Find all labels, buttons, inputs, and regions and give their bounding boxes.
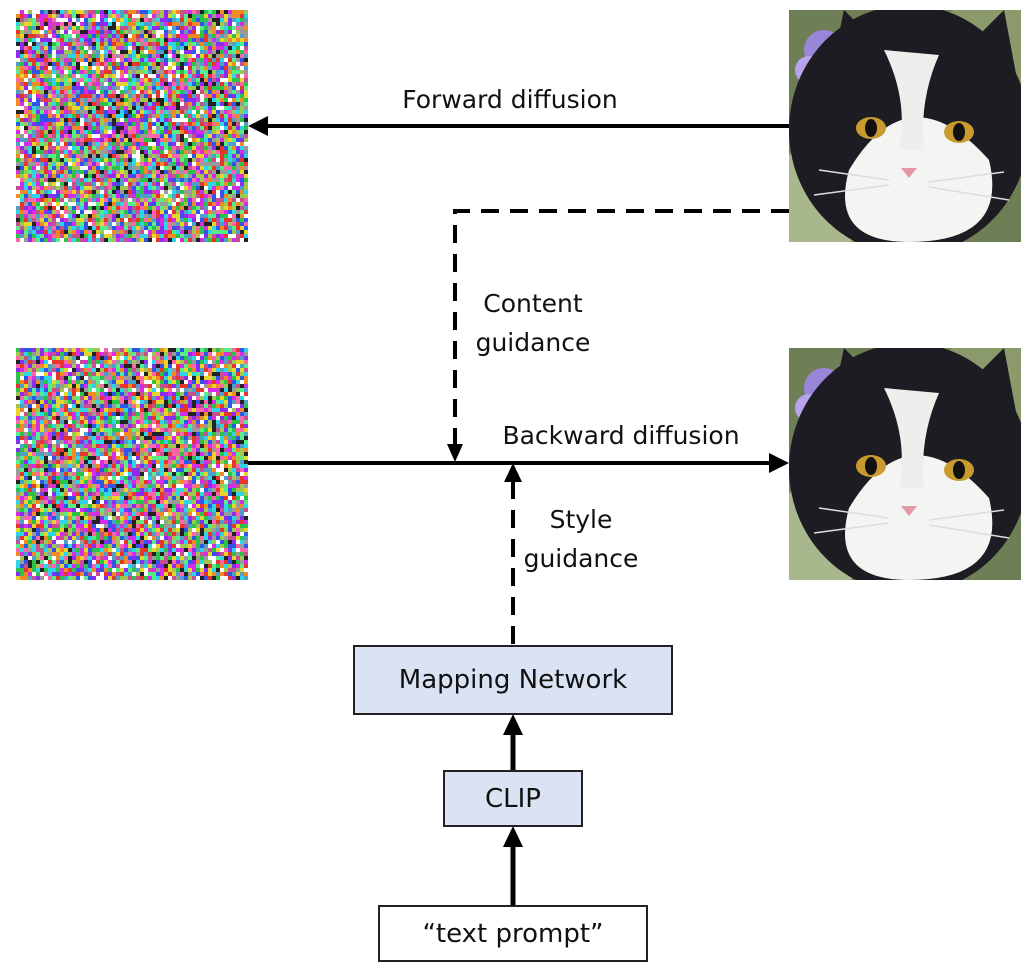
content-guidance-label-line1: Content: [483, 289, 583, 318]
style-guidance-label-line1: Style: [549, 505, 613, 534]
content-guidance-arrowhead: [447, 444, 463, 462]
style-guidance-arrowhead: [504, 463, 522, 482]
backward-diffusion-label: Backward diffusion: [502, 421, 740, 450]
content-guidance-path: [453, 209, 789, 448]
cat-image-bottom: [789, 348, 1021, 580]
forward-diffusion-label: Forward diffusion: [402, 85, 618, 114]
noise-image-bottom: [16, 348, 248, 580]
clip-box: CLIP: [443, 770, 583, 827]
noise-image-top: [16, 10, 248, 242]
mapping-network-box: Mapping Network: [353, 645, 673, 715]
backward-arrowhead: [769, 453, 789, 473]
forward-arrowhead: [248, 116, 268, 136]
cat-image-top: [789, 10, 1021, 242]
style-guidance-label-line2: guidance: [523, 544, 639, 573]
content-guidance-label-line2: guidance: [475, 328, 591, 357]
text-prompt-box: “text prompt”: [378, 905, 648, 962]
